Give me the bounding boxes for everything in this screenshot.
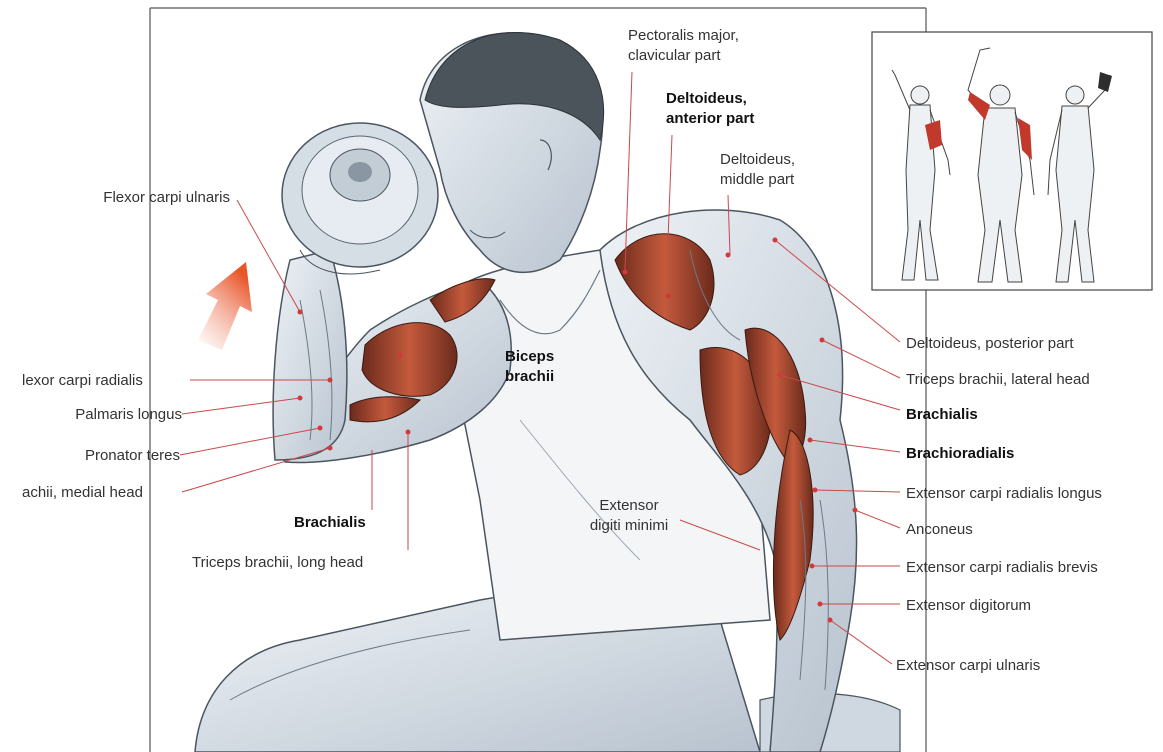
dumbbell bbox=[282, 123, 438, 274]
label-triceps-long-head: Triceps brachii, long head bbox=[192, 553, 363, 572]
label-brachioradialis: Brachioradialis bbox=[906, 444, 1014, 463]
label-palmaris-longus: Palmaris longus bbox=[20, 405, 182, 424]
label-pronator-teres: Pronator teres bbox=[20, 446, 180, 465]
label-extensor-digiti-minimi: Extensor digiti minimi bbox=[568, 496, 690, 536]
label-deltoideus-middle: Deltoideus, middle part bbox=[720, 150, 795, 190]
label-triceps-lateral-head: Triceps brachii, lateral head bbox=[906, 370, 1090, 389]
label-biceps-brachii: Biceps brachii bbox=[505, 347, 554, 387]
label-flexor-carpi-ulnaris: Flexor carpi ulnaris bbox=[40, 188, 230, 207]
arrow-up-right-icon bbox=[198, 262, 252, 350]
muscle-figures-inset bbox=[872, 32, 1152, 290]
label-pectoralis-major: Pectoralis major, clavicular part bbox=[628, 26, 739, 66]
label-brachialis-left: Brachialis bbox=[294, 513, 366, 532]
label-extensor-carpi-ulnaris: Extensor carpi ulnaris bbox=[896, 656, 1040, 675]
label-anconeus: Anconeus bbox=[906, 520, 973, 539]
label-extensor-carpi-radialis-brevis: Extensor carpi radialis brevis bbox=[906, 558, 1098, 577]
label-triceps-medial-head: achii, medial head bbox=[22, 483, 143, 502]
label-deltoideus-posterior: Deltoideus, posterior part bbox=[906, 334, 1074, 353]
label-extensor-carpi-radialis-longus: Extensor carpi radialis longus bbox=[906, 484, 1102, 503]
label-extensor-digitorum: Extensor digitorum bbox=[906, 596, 1031, 615]
head bbox=[420, 33, 604, 273]
label-flexor-carpi-radialis: lexor carpi radialis bbox=[22, 371, 143, 390]
label-deltoideus-anterior: Deltoideus, anterior part bbox=[666, 89, 754, 129]
label-brachialis-right: Brachialis bbox=[906, 405, 978, 424]
